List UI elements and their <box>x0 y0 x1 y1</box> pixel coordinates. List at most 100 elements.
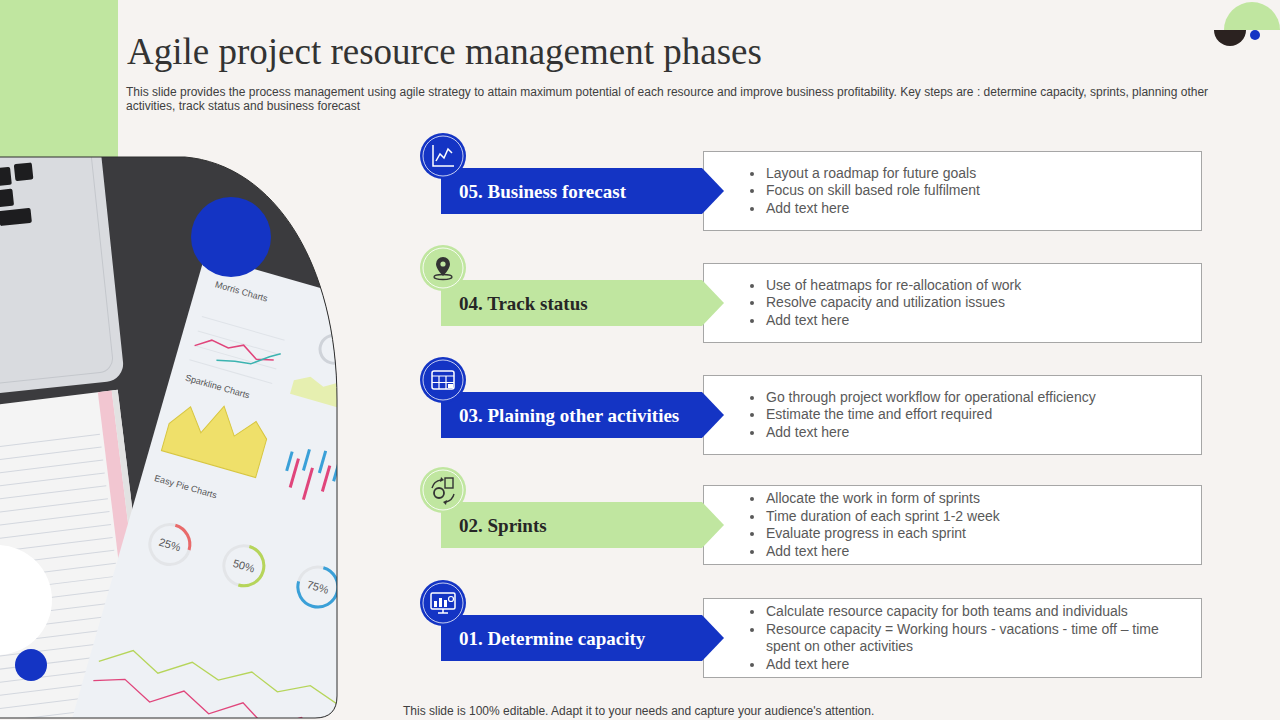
phase-banner: 03. Plaining other activities <box>441 392 724 438</box>
line-series <box>216 337 280 377</box>
blue-disc <box>191 197 271 277</box>
banner-arrow <box>441 615 724 661</box>
bullet-text: Add text here <box>766 200 1166 218</box>
phase-title: 02. Sprints <box>459 515 547 536</box>
photo-outline <box>0 157 337 718</box>
bullet-list: Use of heatmaps for re-allocation of wor… <box>749 277 1166 330</box>
line-series <box>92 654 389 720</box>
slide-description: This slide provides the process manageme… <box>126 85 1218 113</box>
bullet-dot <box>750 497 754 501</box>
bullet-dot <box>750 628 754 632</box>
bullet-text: Calculate resource capacity for both tea… <box>766 603 1166 621</box>
bullet-dot <box>750 413 754 417</box>
bullet-item: Resolve capacity and utilization issues <box>749 294 1166 312</box>
corner-green-half <box>1224 2 1280 30</box>
footer-note: This slide is 100% editable. Adapt it to… <box>403 704 1163 718</box>
banner-arrow <box>441 502 724 548</box>
phase-title: 01. Determine capacity <box>459 628 645 649</box>
bullet-item: Add text here <box>749 312 1166 330</box>
pie-charts <box>145 520 343 612</box>
bullet-item: Resource capacity = Working hours - vaca… <box>749 621 1166 656</box>
bullet-item: Layout a roadmap for future goals <box>749 165 1166 183</box>
banner-arrow <box>441 168 724 214</box>
candle-chart <box>280 442 341 506</box>
bullet-item: Add text here <box>749 543 1166 561</box>
bullet-dot <box>750 189 754 193</box>
laptop-key <box>0 208 32 226</box>
bullet-item: Add text here <box>749 424 1166 442</box>
banner-arrow <box>441 392 724 438</box>
bullet-dot <box>750 284 754 288</box>
phase-details-box: Allocate the work in form of sprintsTime… <box>703 485 1202 565</box>
laptop-key <box>0 189 14 208</box>
bullet-item: Estimate the time and effort required <box>749 406 1166 424</box>
green-bar <box>0 0 118 165</box>
phase-details-box: Go through project workflow for operatio… <box>703 375 1202 455</box>
bullet-text: Add text here <box>766 424 1166 442</box>
bullet-item: Add text here <box>749 656 1166 674</box>
bullet-dot <box>750 550 754 554</box>
phase-details-box: Use of heatmaps for re-allocation of wor… <box>703 263 1202 343</box>
laptop-body <box>0 123 125 395</box>
bullet-list: Layout a roadmap for future goalsFocus o… <box>749 165 1166 218</box>
bullet-dot <box>750 172 754 176</box>
white-disc <box>0 545 52 655</box>
laptop-key <box>0 167 12 187</box>
laptop-key <box>14 162 34 181</box>
capacity-icon <box>419 579 467 627</box>
calendar-icon <box>419 356 467 404</box>
bullet-item: Evaluate progress in each sprint <box>749 525 1166 543</box>
sprint-icon <box>419 466 467 514</box>
bullet-item: Use of heatmaps for re-allocation of wor… <box>749 277 1166 295</box>
bullet-text: Evaluate progress in each sprint <box>766 525 1166 543</box>
bullet-text: Add text here <box>766 312 1166 330</box>
slide-title: Agile project resource management phases <box>127 31 1227 73</box>
bullet-list: Allocate the work in form of sprintsTime… <box>749 490 1166 560</box>
bullet-dot <box>750 207 754 211</box>
phase-banner: 04. Track status <box>441 280 724 326</box>
grid <box>190 317 285 384</box>
bullet-text: Allocate the work in form of sprints <box>766 490 1166 508</box>
bullet-text: Use of heatmaps for re-allocation of wor… <box>766 277 1166 295</box>
bullet-dot <box>750 515 754 519</box>
bullet-text: Time duration of each sprint 1-2 week <box>766 508 1166 526</box>
corner-dark-half <box>1214 30 1246 46</box>
bullet-item: Go through project workflow for operatio… <box>749 389 1166 407</box>
bullet-text: Layout a roadmap for future goals <box>766 165 1166 183</box>
phase-banner: 05. Business forecast <box>441 168 724 214</box>
bullet-dot <box>750 532 754 536</box>
phase-details-box: Calculate resource capacity for both tea… <box>703 598 1202 678</box>
phase-title: 04. Track status <box>459 293 588 314</box>
line-series <box>195 332 276 368</box>
bullet-text: Resolve capacity and utilization issues <box>766 294 1166 312</box>
phase-title: 03. Plaining other activities <box>459 405 679 426</box>
bullet-dot <box>750 431 754 435</box>
line-series <box>99 623 398 720</box>
blue-dot <box>15 649 47 681</box>
bullet-text: Add text here <box>766 656 1166 674</box>
bullet-dot <box>750 301 754 305</box>
banner-arrow <box>441 280 724 326</box>
bullet-item: Calculate resource capacity for both tea… <box>749 603 1166 621</box>
bullet-text: Add text here <box>766 543 1166 561</box>
bullet-text: Resource capacity = Working hours - vaca… <box>766 621 1166 656</box>
bullet-item: Add text here <box>749 200 1166 218</box>
forecast-icon <box>419 132 467 180</box>
bullet-item: Focus on skill based role fulfilment <box>749 182 1166 200</box>
bullet-dot <box>750 610 754 614</box>
phase-details-box: Layout a roadmap for future goalsFocus o… <box>703 151 1202 231</box>
bullet-text: Focus on skill based role fulfilment <box>766 182 1166 200</box>
corner-blue-dot <box>1250 30 1260 40</box>
laptop <box>0 123 125 395</box>
location-icon <box>419 244 467 292</box>
bullet-dot <box>750 663 754 667</box>
bullet-list: Go through project workflow for operatio… <box>749 389 1166 442</box>
bullet-dot <box>750 319 754 323</box>
laptop-edge <box>0 134 114 384</box>
bullet-list: Calculate resource capacity for both tea… <box>749 603 1166 673</box>
bullet-dot <box>750 396 754 400</box>
area-chart <box>161 393 272 478</box>
bullet-text: Go through project workflow for operatio… <box>766 389 1166 407</box>
phase-title: 05. Business forecast <box>459 181 626 202</box>
bullet-text: Estimate the time and effort required <box>766 406 1166 424</box>
